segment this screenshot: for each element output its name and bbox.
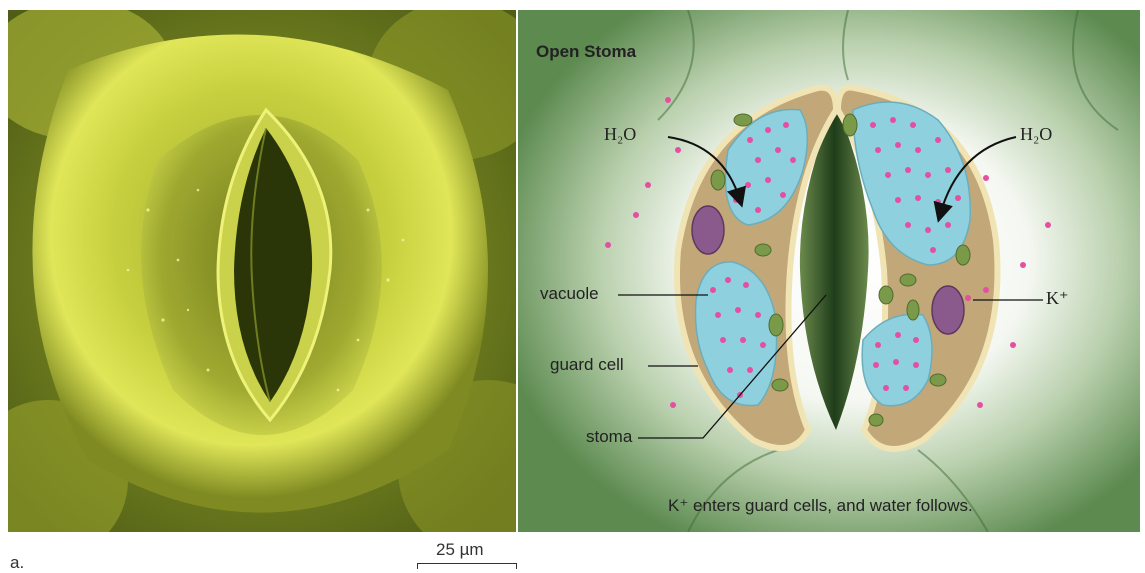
- vacuole-label: vacuole: [540, 284, 599, 304]
- k-plus-label: K⁺: [1046, 288, 1069, 309]
- h2o-label-right: H₂O: [1020, 124, 1052, 145]
- panel-letter: a.: [10, 553, 24, 573]
- scale-bar-label: 25 µm: [436, 540, 484, 560]
- nucleus-left: [692, 206, 724, 254]
- diagram-title: Open Stoma: [536, 42, 636, 62]
- diagram-caption: K⁺ enters guard cells, and water follows…: [668, 496, 973, 516]
- h2o-label-left: H₂O: [604, 124, 636, 145]
- stoma-illustration: [518, 10, 1140, 532]
- open-stoma-diagram: Open Stoma H₂O H₂O vacuole guard cell st…: [518, 10, 1140, 532]
- sem-image: [8, 10, 516, 532]
- nucleus-right: [932, 286, 964, 334]
- stoma-label: stoma: [586, 427, 632, 447]
- sem-micrograph: [8, 10, 516, 532]
- guard-cell-label: guard cell: [550, 355, 624, 375]
- scale-bar: [417, 563, 517, 569]
